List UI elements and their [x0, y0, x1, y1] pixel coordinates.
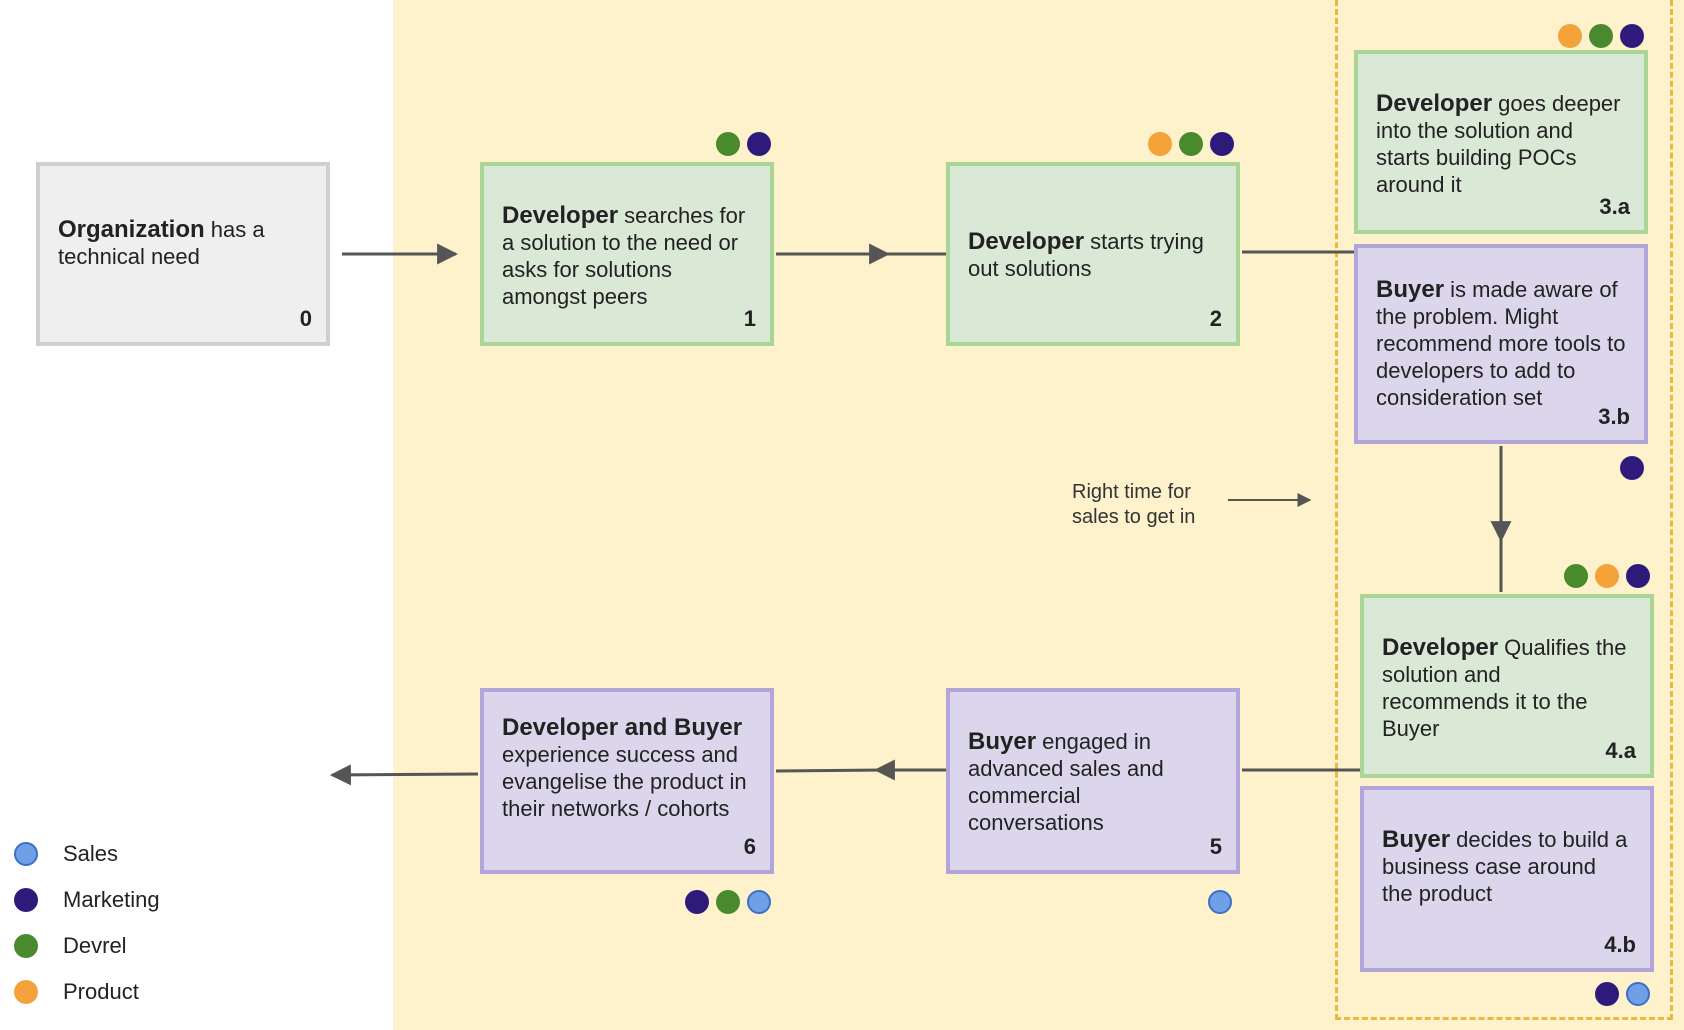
- step-description: engaged in advanced sales and commercial…: [968, 729, 1164, 835]
- step-description: decides to build a business case around …: [1382, 827, 1628, 906]
- legend-label: Product: [63, 979, 139, 1004]
- marketing-dot: [1595, 982, 1619, 1006]
- legend-label: Devrel: [63, 933, 127, 958]
- devrel-dot: [14, 934, 38, 958]
- product-dot: [1148, 132, 1172, 156]
- legend-item-devrel: Devrel: [14, 932, 127, 960]
- step-text: Developer Qualifies the solution and rec…: [1382, 634, 1632, 742]
- step-number: 2: [1209, 306, 1222, 331]
- sales-dot: [14, 842, 38, 866]
- sales-dot: [747, 890, 771, 914]
- legend-label: Marketing: [63, 887, 160, 912]
- step-actor: Developer: [502, 202, 619, 229]
- step-actor: Developer: [1382, 634, 1499, 661]
- step-box-0: Organization has a technical need 0: [36, 162, 330, 346]
- step-number: 6: [743, 834, 756, 859]
- marketing-dot: [1210, 132, 1234, 156]
- step-text: Buyer is made aware of the problem. Migh…: [1376, 276, 1626, 411]
- devrel-dot: [716, 132, 740, 156]
- step-text: Developer goes deeper into the solution …: [1376, 90, 1626, 198]
- step-actor: Developer: [968, 228, 1085, 255]
- sales-timing-note: Right time for sales to get in: [1072, 480, 1195, 530]
- step-text: Buyer engaged in advanced sales and comm…: [968, 728, 1218, 836]
- step-actor: Buyer: [1382, 826, 1451, 853]
- step-box-3b: Buyer is made aware of the problem. Migh…: [1354, 244, 1648, 444]
- legend-item-product: Product: [14, 978, 139, 1006]
- marketing-dot: [1620, 456, 1644, 480]
- sales-timing-note-line-1: Right time for: [1072, 481, 1191, 503]
- sales-timing-note-line-2: sales to get in: [1072, 506, 1196, 528]
- step-actor: Organization: [58, 216, 205, 243]
- decision-zone-outline: [1335, 0, 1673, 1020]
- step-actor: Developer: [1376, 90, 1493, 117]
- sales-dot: [1626, 982, 1650, 1006]
- step-number: 4.b: [1604, 932, 1636, 957]
- step-actor: Buyer: [1376, 276, 1445, 303]
- step-text: Developer searches for a solution to the…: [502, 202, 752, 310]
- step-box-5: Buyer engaged in advanced sales and comm…: [946, 688, 1240, 874]
- step-number: 5: [1209, 834, 1222, 859]
- sales-dot: [1208, 890, 1232, 914]
- step-description: starts trying out solutions: [968, 229, 1204, 281]
- devrel-dot: [1589, 24, 1613, 48]
- arrow-6-out: [329, 764, 479, 786]
- step-description: Qualifies the solution and recommends it…: [1382, 635, 1627, 741]
- step-number: 1: [743, 306, 756, 331]
- step-description: has a technical need: [58, 217, 265, 269]
- step-text: Developer starts trying out solutions: [968, 228, 1218, 282]
- legend-label: Sales: [63, 841, 119, 866]
- step-number: 4.a: [1605, 738, 1636, 763]
- marketing-dot: [1620, 24, 1644, 48]
- step-text: Organization has a technical need: [58, 216, 308, 270]
- step-box-1: Developer searches for a solution to the…: [480, 162, 774, 346]
- step-text: Buyer decides to build a business case a…: [1382, 826, 1632, 907]
- connector-5-to-6: [775, 768, 886, 773]
- step-number: 0: [299, 306, 312, 331]
- product-dot: [1595, 564, 1619, 588]
- step-actor: Buyer: [968, 728, 1037, 755]
- product-dot: [14, 980, 38, 1004]
- marketing-dot: [747, 132, 771, 156]
- step-box-4a: Developer Qualifies the solution and rec…: [1360, 594, 1654, 778]
- step-box-4b: Buyer decides to build a business case a…: [1360, 786, 1654, 972]
- step-text: Developer and Buyer experience success a…: [502, 714, 752, 822]
- marketing-dot: [685, 890, 709, 914]
- marketing-dot: [1626, 564, 1650, 588]
- devrel-dot: [716, 890, 740, 914]
- step-actor: Developer and Buyer: [502, 714, 743, 741]
- product-dot: [1558, 24, 1582, 48]
- step-box-6: Developer and Buyer experience success a…: [480, 688, 774, 874]
- devrel-dot: [1179, 132, 1203, 156]
- step-number: 3.a: [1599, 194, 1630, 219]
- legend-item-sales: Sales: [14, 840, 118, 868]
- legend-item-marketing: Marketing: [14, 886, 160, 914]
- step-description: experience success and evangelise the pr…: [502, 742, 747, 821]
- step-description: goes deeper into the solution and starts…: [1376, 91, 1621, 197]
- marketing-dot: [14, 888, 38, 912]
- step-number: 3.b: [1598, 404, 1630, 429]
- step-box-3a: Developer goes deeper into the solution …: [1354, 50, 1648, 234]
- devrel-dot: [1564, 564, 1588, 588]
- step-description: searches for a solution to the need or a…: [502, 203, 746, 309]
- step-description: is made aware of the problem. Might reco…: [1376, 277, 1626, 410]
